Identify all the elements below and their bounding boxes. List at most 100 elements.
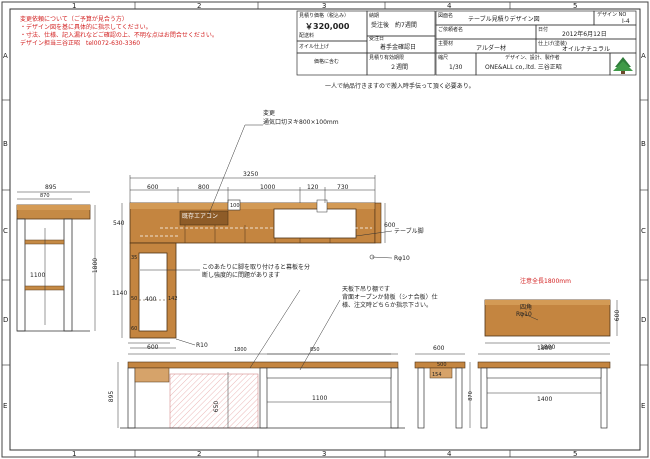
- finish-label: オイル仕上げ: [299, 44, 330, 50]
- order-value: 着手金確認日: [380, 44, 417, 51]
- row-label-c-right: C: [641, 227, 646, 235]
- dim-plan-540: 540: [113, 220, 125, 227]
- dim-plan-3250: 3250: [243, 171, 259, 178]
- end-elevation-view: [414, 353, 471, 429]
- dim-front-895: 895: [108, 390, 116, 403]
- customer-label: ご依頼者名: [438, 27, 464, 33]
- corner-r-label: Rφ10: [516, 311, 532, 318]
- row-label-d: D: [3, 316, 9, 324]
- row-label-b: B: [3, 140, 8, 148]
- delivery-value: 受注後 約7週間: [371, 22, 417, 29]
- dim-side-1800: 1800: [92, 257, 100, 274]
- quote-valid-label: 見積り有効期限: [369, 55, 405, 61]
- col-label-3-bottom: 3: [322, 450, 327, 458]
- plan-view: [121, 124, 393, 349]
- change-label: 変更: [263, 110, 276, 117]
- dim-front-650: 650: [213, 400, 221, 413]
- dim-plan-800: 800: [198, 184, 210, 191]
- dim-plan-142: 142: [168, 296, 178, 302]
- corner-label: 四角: [520, 304, 533, 311]
- design-no-label: デザイン NO: [597, 12, 627, 18]
- side-elevation-view: [16, 191, 96, 332]
- date-label: 日付: [538, 27, 549, 33]
- dim-top-600: 600: [614, 309, 622, 322]
- top-view-right: [484, 299, 618, 344]
- maker-value: ONE&ALL co,.ltd. 三谷正昭: [485, 64, 562, 71]
- order-label: 受注日: [369, 36, 385, 42]
- dim-plan-50: 50: [131, 296, 138, 302]
- drawing-name-value: テーブル見積りデザイン図: [468, 16, 540, 23]
- dim-side-895: 895: [45, 184, 57, 191]
- dim-end-600: 600: [433, 345, 445, 352]
- table-leg-label: テーブル脚: [394, 228, 424, 235]
- dim-plan-60: 60: [131, 326, 138, 332]
- note-top-1: 天板下吊り棚です: [342, 286, 391, 293]
- note-split-2: 断し強度的に問題があります: [202, 272, 281, 279]
- note-top-3: 様、注文時どちらか指示下さい。: [342, 302, 433, 309]
- notes-line-2: ・寸法、仕様、記入漏れなどご確認の上、不明な点はお問合せください。: [20, 32, 218, 39]
- delivery-label: 納期: [369, 13, 380, 19]
- logo-tree-icon: [613, 57, 633, 74]
- material-value: アルダー材: [476, 45, 506, 52]
- col-label-2: 2: [197, 2, 202, 10]
- row-label-a-right: A: [641, 52, 646, 60]
- scale-value: 1/30: [449, 64, 463, 71]
- date-value: 2012年6月12日: [562, 31, 607, 38]
- drawing-name-label: 図面名: [438, 13, 454, 19]
- finish2-label: 仕上げ(塗装): [538, 41, 567, 47]
- col-label-1: 1: [72, 2, 77, 10]
- row-label-d-right: D: [641, 316, 647, 324]
- row-label-b-right: B: [641, 140, 646, 148]
- row-label-e: E: [3, 402, 8, 410]
- dim-back-1400: 1400: [537, 396, 553, 403]
- dim-side-1100: 1100: [30, 272, 46, 279]
- finish2-value: オイルナチュラル: [562, 46, 611, 53]
- aircon-label: 既存エアコン: [182, 213, 219, 220]
- col-label-1-bottom: 1: [72, 450, 77, 458]
- dim-plan-400: 400: [145, 296, 157, 303]
- dim-plan-100: 100: [230, 203, 240, 209]
- r10-label: Rφ10: [394, 255, 410, 262]
- row-label-e-right: E: [641, 402, 646, 410]
- notes-line-3: デザイン担当三谷正昭 tel0072-630-3360: [20, 40, 141, 47]
- dim-front-850: 850: [310, 347, 320, 353]
- dim-end-154: 154: [432, 372, 442, 378]
- dim-plan-1140: 1140: [112, 290, 128, 297]
- dim-plan-120: 120: [307, 184, 319, 191]
- dim-plan-730: 730: [337, 184, 349, 191]
- dim-front-600: 600: [147, 344, 159, 351]
- dim-top-1800: 1800: [540, 344, 556, 351]
- material-label: 主要材: [438, 41, 454, 47]
- front-elevation-view: [117, 289, 405, 429]
- scale-label: 縮尺: [438, 55, 449, 61]
- notes-line-1: ・デザイン図を基に具体的に指示してください。: [20, 24, 152, 31]
- dim-plan-600b: 600: [384, 222, 396, 229]
- shipping-label: 配送料: [299, 33, 315, 39]
- dim-plan-35: 35: [131, 255, 138, 261]
- dim-plan-1000: 1000: [260, 184, 276, 191]
- finish-value: 価格に含む: [314, 59, 340, 65]
- col-label-2-bottom: 2: [197, 450, 202, 458]
- note-split-1: このあたりに脚を取り付けると幕板を分: [202, 264, 311, 271]
- r10-bottom-label: R10: [196, 342, 208, 349]
- col-label-5: 5: [573, 2, 578, 10]
- dim-front-1800: 1800: [234, 347, 247, 353]
- maker-label: デザイン、設計、製作者: [505, 55, 560, 61]
- col-label-4: 4: [447, 2, 452, 10]
- dim-front-1100: 1100: [312, 395, 328, 402]
- quote-valid-value: ２週間: [390, 64, 409, 71]
- col-label-4-bottom: 4: [447, 450, 452, 458]
- note-top-2: 背面オープンか背板（シナ合板）仕: [342, 294, 438, 301]
- row-label-c: C: [3, 227, 8, 235]
- delivery-caption: 一人で納品行きますので搬入時手伝って頂く必要あり。: [325, 83, 475, 90]
- design-no-value: I-4: [622, 18, 630, 25]
- vent-label: 通気口切ヌキ800×100mm: [263, 119, 339, 126]
- back-elevation-view: [477, 353, 611, 429]
- dim-end-870: 870: [467, 391, 474, 401]
- price-value: ￥320,000: [305, 22, 350, 31]
- dim-plan-600: 600: [147, 184, 159, 191]
- col-label-5-bottom: 5: [573, 450, 578, 458]
- dim-end-500: 500: [437, 362, 447, 368]
